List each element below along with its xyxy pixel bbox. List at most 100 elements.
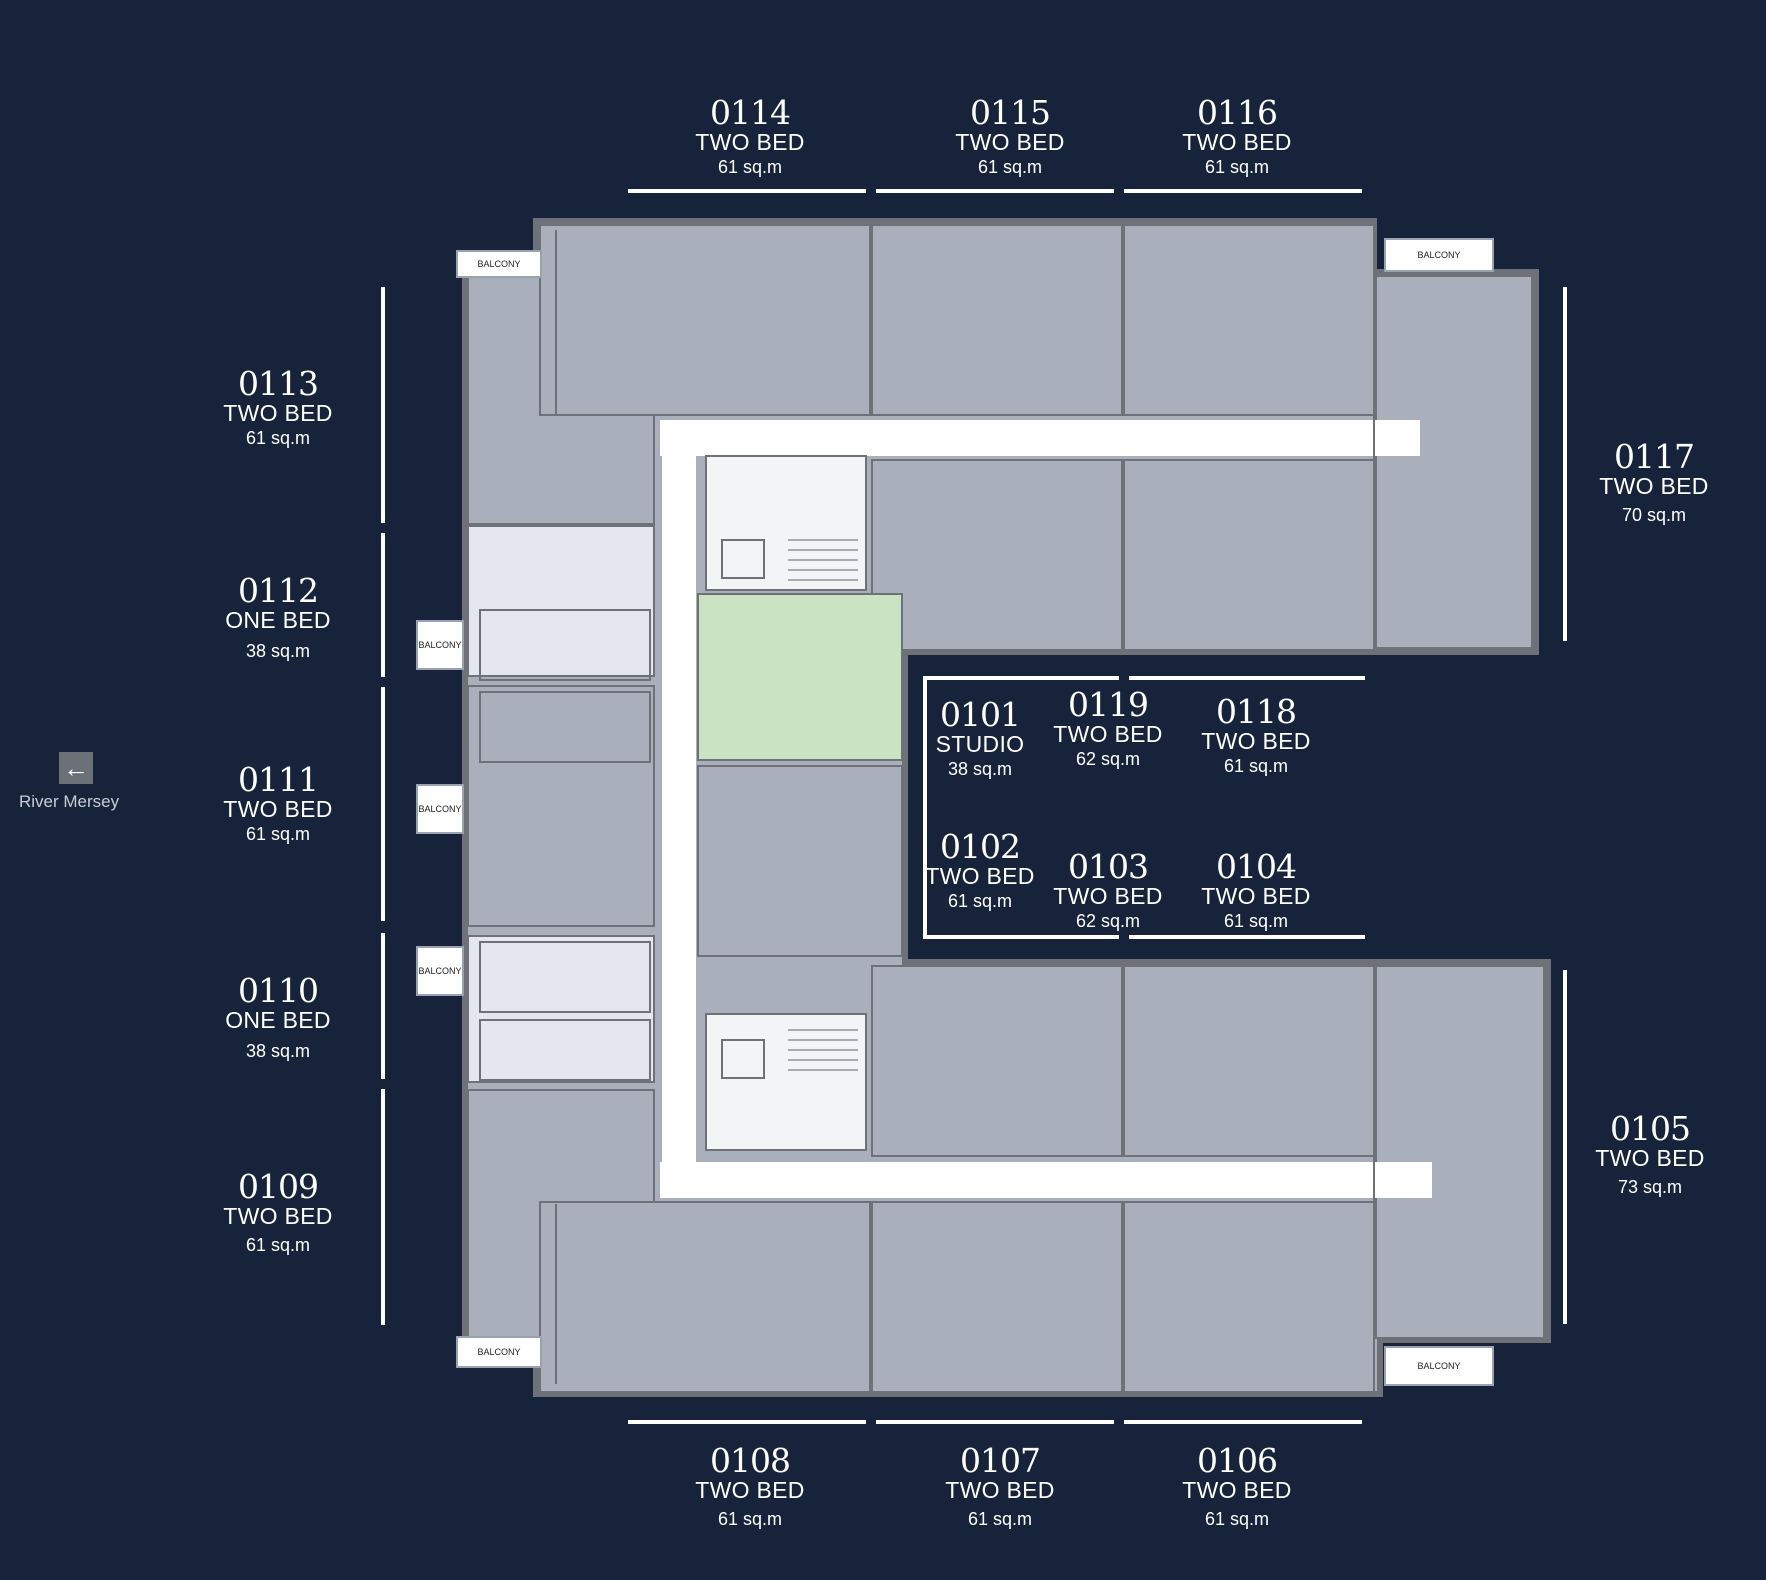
divider-line <box>1129 935 1365 939</box>
unit-number: 0112 <box>238 571 319 610</box>
unit-number: 0102 <box>940 827 1021 866</box>
divider-line <box>1563 970 1567 1324</box>
unit-label-0112[interactable]: 0112 ONE BED 38 sq.m <box>208 574 348 660</box>
left-arrow-icon[interactable]: ← <box>59 752 93 784</box>
unit-block-0104[interactable] <box>1123 965 1375 1157</box>
unit-block-0112[interactable] <box>467 525 655 677</box>
unit-block-0117[interactable] <box>1375 275 1533 649</box>
balcony: BALCONY <box>416 620 464 670</box>
unit-label-0104[interactable]: 0104 TWO BED 61 sq.m <box>1186 850 1326 930</box>
unit-block-0115[interactable] <box>871 224 1123 416</box>
divider-line <box>1124 189 1362 193</box>
divider-line <box>381 533 385 677</box>
unit-block-0103[interactable] <box>871 965 1123 1157</box>
unit-number: 0111 <box>238 760 319 799</box>
unit-block-0102[interactable] <box>697 765 903 957</box>
unit-label-0118[interactable]: 0118 TWO BED 61 sq.m <box>1186 695 1326 775</box>
unit-label-0111[interactable]: 0111 TWO BED 61 sq.m <box>208 763 348 843</box>
balcony: BALCONY <box>456 1336 542 1368</box>
unit-area: 61 sq.m <box>977 157 1043 177</box>
unit-label-0106[interactable]: 0106 TWO BED 61 sq.m <box>1167 1444 1307 1528</box>
unit-block-0101[interactable] <box>697 593 903 761</box>
divider-line <box>1563 287 1567 641</box>
unit-number: 0117 <box>1614 437 1695 476</box>
divider-line <box>876 1420 1114 1424</box>
unit-type: TWO BED <box>695 1477 805 1503</box>
unit-block-0116[interactable] <box>1123 224 1375 416</box>
unit-area: 38 sq.m <box>947 759 1013 779</box>
unit-area: 70 sq.m <box>1621 505 1687 525</box>
divider-line <box>923 935 1119 939</box>
unit-label-0119[interactable]: 0119 TWO BED 62 sq.m <box>1038 688 1178 768</box>
unit-label-0115[interactable]: 0115 TWO BED 61 sq.m <box>940 96 1080 176</box>
unit-area: 61 sq.m <box>967 1509 1033 1529</box>
unit-type: TWO BED <box>223 400 333 426</box>
divider-line <box>381 933 385 1079</box>
unit-label-0116[interactable]: 0116 TWO BED 61 sq.m <box>1167 96 1307 176</box>
divider-line <box>628 189 866 193</box>
unit-area: 61 sq.m <box>245 824 311 844</box>
unit-type: STUDIO <box>935 731 1025 757</box>
divider-line <box>1129 676 1365 680</box>
unit-type: ONE BED <box>225 1007 331 1033</box>
unit-area: 73 sq.m <box>1617 1177 1683 1197</box>
unit-type: TWO BED <box>1201 883 1311 909</box>
unit-label-0105[interactable]: 0105 TWO BED 73 sq.m <box>1580 1112 1720 1196</box>
unit-area: 61 sq.m <box>1204 1509 1270 1529</box>
unit-number: 0109 <box>238 1167 319 1206</box>
unit-area: 61 sq.m <box>245 1235 311 1255</box>
unit-label-0110[interactable]: 0110 ONE BED 38 sq.m <box>208 974 348 1060</box>
stair-treads <box>788 539 858 1071</box>
unit-label-0103[interactable]: 0103 TWO BED 62 sq.m <box>1038 850 1178 930</box>
balcony: BALCONY <box>416 784 464 834</box>
unit-label-0107[interactable]: 0107 TWO BED 61 sq.m <box>930 1444 1070 1528</box>
unit-label-0108[interactable]: 0108 TWO BED 61 sq.m <box>680 1444 820 1528</box>
unit-type: TWO BED <box>1595 1145 1705 1171</box>
unit-label-0113[interactable]: 0113 TWO BED 61 sq.m <box>208 367 348 447</box>
unit-number: 0110 <box>238 971 319 1010</box>
unit-block-0119[interactable] <box>871 459 1123 651</box>
divider-line <box>923 676 1119 680</box>
unit-number: 0114 <box>710 93 791 132</box>
unit-number: 0119 <box>1068 685 1149 724</box>
balcony: BALCONY <box>416 946 464 996</box>
unit-block-0106[interactable] <box>1123 1201 1375 1393</box>
interior-walls <box>479 230 1375 1384</box>
unit-type: TWO BED <box>1201 728 1311 754</box>
unit-number: 0103 <box>1068 847 1149 886</box>
divider-line <box>381 1089 385 1325</box>
core-stairs-lifts <box>705 455 867 1151</box>
unit-type: TWO BED <box>925 863 1035 889</box>
unit-label-0114[interactable]: 0114 TWO BED 61 sq.m <box>680 96 820 176</box>
unit-area: 61 sq.m <box>717 1509 783 1529</box>
unit-block-0107[interactable] <box>871 1201 1123 1393</box>
divider-line <box>381 687 385 921</box>
unit-label-0109[interactable]: 0109 TWO BED 61 sq.m <box>208 1170 348 1254</box>
unit-number: 0108 <box>710 1441 791 1480</box>
unit-block-0105[interactable] <box>1375 965 1545 1339</box>
unit-type: TWO BED <box>1053 883 1163 909</box>
unit-type: TWO BED <box>695 129 805 155</box>
unit-type: TWO BED <box>955 129 1065 155</box>
unit-block-0108[interactable] <box>539 1201 871 1393</box>
unit-area: 38 sq.m <box>245 641 311 661</box>
unit-block-0114[interactable] <box>539 224 871 416</box>
unit-area: 61 sq.m <box>1223 911 1289 931</box>
unit-type: TWO BED <box>223 1203 333 1229</box>
unit-block-0111[interactable] <box>467 685 655 927</box>
unit-area: 61 sq.m <box>1204 157 1270 177</box>
unit-type: TWO BED <box>1182 129 1292 155</box>
unit-type: TWO BED <box>945 1477 1055 1503</box>
unit-area: 61 sq.m <box>1223 756 1289 776</box>
river-direction[interactable]: ← River Mersey <box>19 752 139 812</box>
unit-label-0117[interactable]: 0117 TWO BED 70 sq.m <box>1584 440 1724 524</box>
unit-area: 61 sq.m <box>947 891 1013 911</box>
unit-label-0102[interactable]: 0102 TWO BED 61 sq.m <box>910 830 1050 910</box>
divider-line <box>1124 1420 1362 1424</box>
unit-block-0118[interactable] <box>1123 459 1375 651</box>
divider-line <box>876 189 1114 193</box>
unit-block-0110[interactable] <box>467 935 655 1083</box>
unit-label-0101[interactable]: 0101 STUDIO 38 sq.m <box>910 698 1050 778</box>
unit-type: TWO BED <box>1182 1477 1292 1503</box>
unit-number: 0106 <box>1197 1441 1278 1480</box>
